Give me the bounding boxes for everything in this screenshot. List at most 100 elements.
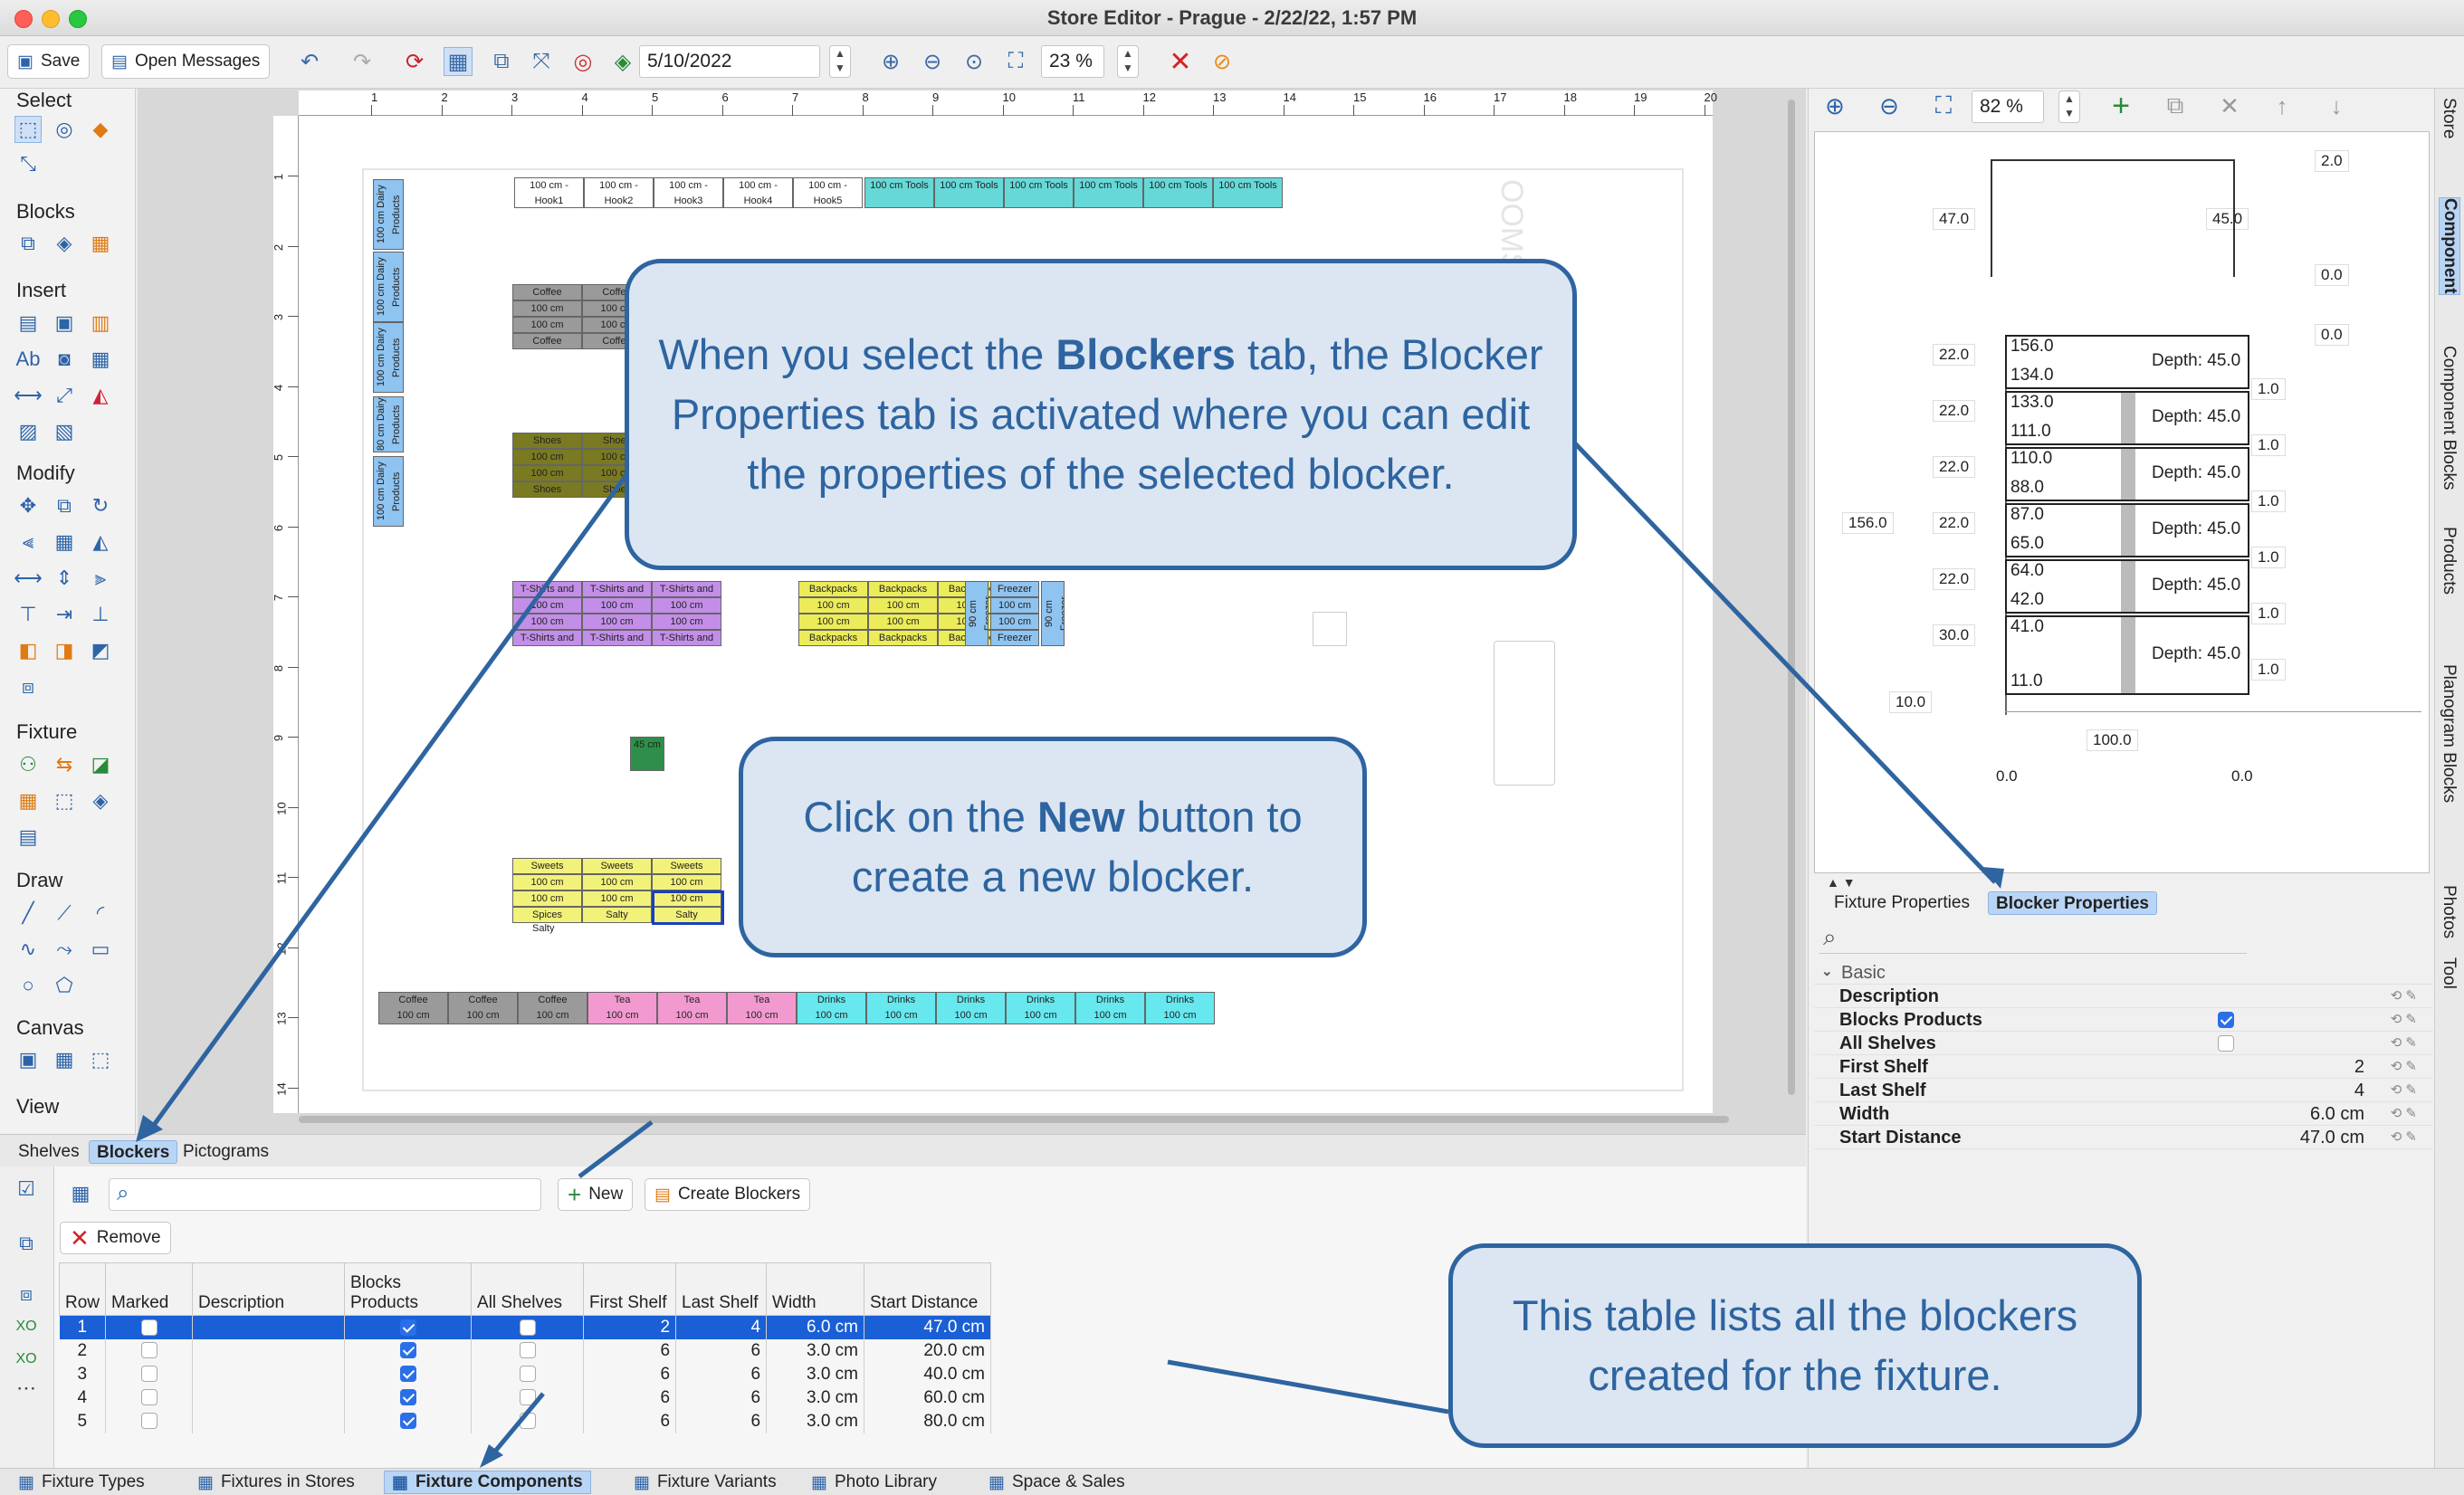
insert-image-icon[interactable]: ▨ (18, 420, 38, 443)
marked-checkbox[interactable] (140, 1366, 158, 1383)
cancel-icon[interactable]: ✕ (1169, 46, 1192, 77)
preview-zoom-in-icon[interactable]: ⊕ (1825, 91, 1845, 119)
basic-group-header[interactable]: ⌄ Basic (1814, 961, 2433, 985)
tshirt-fixture[interactable]: 100 cm (582, 614, 652, 630)
more-icon[interactable]: ⋯ (16, 1376, 36, 1399)
fixture-chart-icon[interactable]: ◪ (91, 753, 110, 776)
status-tab[interactable]: ▦Fixture Components (384, 1471, 591, 1494)
tab-blocker-properties[interactable]: Blocker Properties (1988, 891, 2157, 915)
column-header[interactable]: Marked (105, 1262, 194, 1316)
preview-zoom-field[interactable]: 82 % (1972, 90, 2044, 123)
canvas-grid-icon[interactable]: ▦ (54, 1048, 74, 1071)
tshirt-fixture[interactable]: 100 cm (512, 597, 582, 614)
backpack-fixture[interactable]: 100 cm (868, 614, 938, 630)
property-value[interactable]: 4 (2354, 1081, 2364, 1100)
modify-move-icon[interactable]: ✥ (19, 494, 37, 517)
sweets-fixture[interactable]: 100 cm (512, 874, 582, 890)
freezer-fixture[interactable]: 100 cm (990, 614, 1039, 630)
tshirt-fixture[interactable]: T-Shirts and Shirts (582, 630, 652, 646)
hook-fixture[interactable]: 100 cm - Hook2 (584, 177, 654, 208)
select-target-icon[interactable]: ◎ (55, 118, 73, 140)
tshirt-fixture[interactable]: 100 cm (652, 597, 721, 614)
canvas-guides-icon[interactable]: ⬚ (91, 1048, 110, 1071)
dairy-fixture[interactable]: 80 cm Dairy Products (373, 396, 404, 452)
sweets-fixture[interactable]: 100 cm (582, 874, 652, 890)
properties-search-input[interactable]: ⌕ (1819, 923, 2247, 954)
tools-fixture[interactable]: 100 cm Tools (934, 177, 1004, 208)
hook-fixture[interactable]: 100 cm - Hook3 (654, 177, 723, 208)
property-reset-icon[interactable]: ⟲ ✎ (2390, 1059, 2417, 1074)
property-value[interactable]: 2 (2354, 1057, 2364, 1077)
status-tab[interactable]: ▦Fixture Types (11, 1471, 152, 1494)
modify-right-icon[interactable]: ⇥ (55, 603, 73, 625)
tools-fixture[interactable]: 100 cm Tools (1074, 177, 1143, 208)
preview-fit-icon[interactable]: ⛶ (1934, 91, 1953, 119)
canvas-page-icon[interactable]: ▣ (18, 1048, 38, 1071)
tshirt-fixture[interactable]: T-Shirts and Shirts (512, 630, 582, 646)
modify-rotate-icon[interactable]: ↻ (91, 494, 110, 517)
fixture-list-icon[interactable]: ▤ (18, 825, 38, 848)
status-tab[interactable]: ▦Photo Library (804, 1471, 944, 1494)
tshirt-fixture[interactable]: T-Shirts and Shirts (652, 630, 721, 646)
property-reset-icon[interactable]: ⟲ ✎ (2390, 1106, 2417, 1121)
import-excel-icon[interactable]: XO (15, 1351, 37, 1366)
modify-tile-icon[interactable]: ▦ (54, 530, 74, 553)
tshirt-fixture[interactable]: T-Shirts and Shirts (512, 581, 582, 597)
property-row[interactable]: All Shelves⟲ ✎ (1814, 1032, 2433, 1055)
sweets-fixture[interactable]: Sweets (582, 858, 652, 874)
preview-move-up-icon[interactable]: ↑ (2276, 91, 2288, 119)
property-reset-icon[interactable]: ⟲ ✎ (2390, 1082, 2417, 1098)
horizontal-scrollbar[interactable] (299, 1113, 1729, 1126)
shoes-fixture[interactable]: 100 cm (512, 449, 582, 465)
preview-zoom-stepper[interactable]: ▲▼ (2058, 90, 2080, 123)
close-window-button[interactable] (14, 10, 33, 28)
sweets-fixture[interactable]: Spices (512, 907, 582, 923)
tshirt-fixture[interactable]: T-Shirts and Shirts (582, 581, 652, 597)
target-icon[interactable]: ◎ (573, 49, 593, 74)
zoom-fit-icon[interactable]: ⊙ (964, 49, 984, 74)
tshirt-fixture[interactable]: T-Shirts and Shirts (652, 581, 721, 597)
modify-back-icon[interactable]: ◨ (54, 639, 74, 662)
redo-icon[interactable]: ↷ (352, 49, 372, 74)
hook-fixture[interactable]: 100 cm - Hook5 (793, 177, 863, 208)
approve-icon[interactable]: ⊘ (1212, 49, 1232, 74)
zoom-stepper[interactable]: ▲▼ (1117, 45, 1139, 78)
draw-bezier-icon[interactable]: ⤳ (56, 938, 72, 960)
freezer-fixture[interactable]: 100 cm (990, 597, 1039, 614)
select-arrow-icon[interactable]: ⬚ (14, 116, 42, 143)
coffee-fixture[interactable]: 100 cm (512, 300, 582, 317)
preview-zoom-out-icon[interactable]: ⊖ (1879, 91, 1899, 119)
blocks-products-checkbox[interactable] (399, 1389, 416, 1406)
vertical-tab[interactable]: Component (2439, 197, 2460, 295)
insert-camera-icon[interactable]: ◙ (58, 348, 71, 370)
dairy-fixture[interactable]: 100 cm Dairy Products (373, 252, 404, 322)
vertical-scroll-thumb[interactable] (1788, 100, 1795, 1095)
vertical-tab[interactable]: Store (2440, 98, 2459, 139)
create-blockers-button[interactable]: ▤ Create Blockers (645, 1178, 811, 1211)
selected-fixture-outline[interactable] (652, 890, 724, 925)
column-header[interactable]: All Shelves (471, 1262, 585, 1316)
collapse-arrows-icon[interactable]: ▲ ▼ (1827, 875, 1856, 890)
shoes-fixture[interactable]: 100 cm (512, 465, 582, 481)
vertical-scrollbar[interactable] (1785, 90, 1798, 1104)
date-stepper[interactable]: ▲▼ (829, 45, 851, 78)
shoes-fixture[interactable]: Shoes (512, 433, 582, 449)
small-fixture[interactable]: 45 cm (630, 737, 664, 771)
draw-line-icon[interactable]: ╱ (22, 901, 34, 924)
zoom-out-icon[interactable]: ⊖ (922, 49, 942, 74)
marked-checkbox[interactable] (140, 1389, 158, 1406)
column-header[interactable]: Row (58, 1262, 107, 1316)
blocks-products-checkbox[interactable] (399, 1413, 416, 1430)
